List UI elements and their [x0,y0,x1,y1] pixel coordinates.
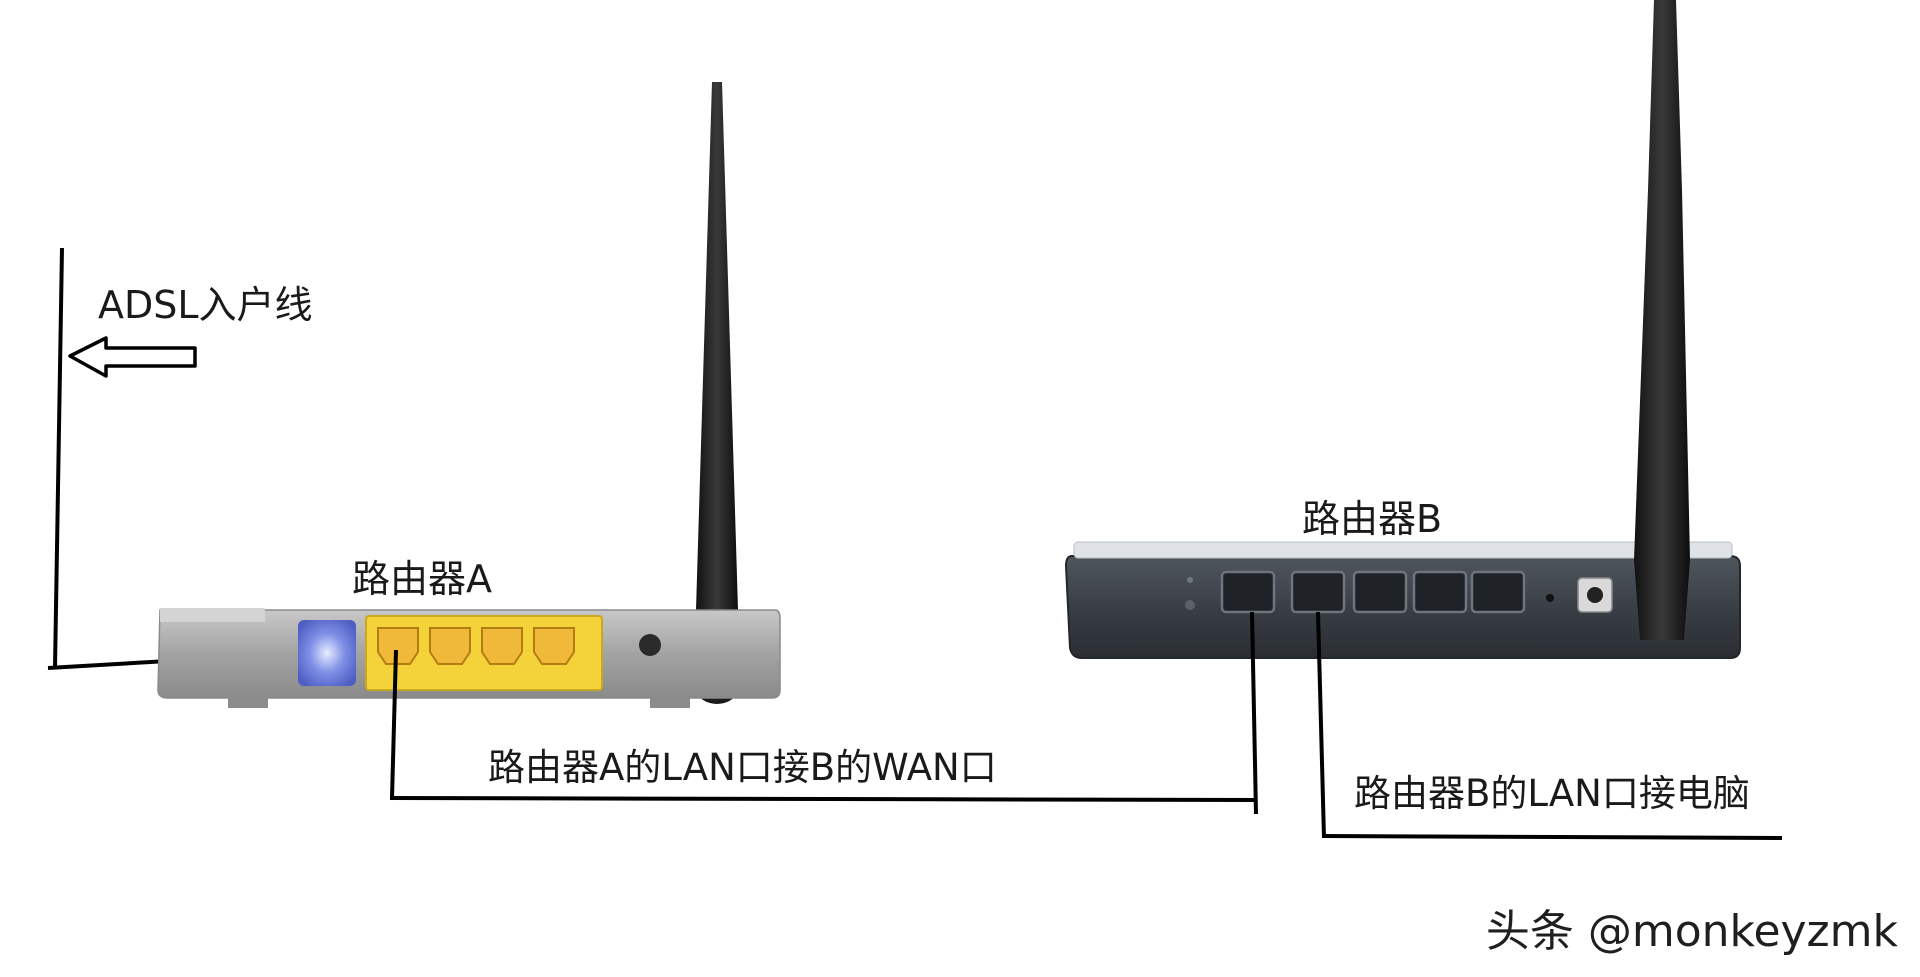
router-a-lan-ports [377,627,575,665]
cable-a-to-b [389,611,1258,815]
router-a: 路由器A [157,82,781,708]
router-b-top-edge [1073,541,1733,559]
router-a-foot-left [228,696,268,708]
router-b-lan-port-2 [1352,570,1408,614]
cable-b-to-pc [1316,611,1783,840]
cable-b-lan-drop [1316,611,1326,839]
cable-a-drop [390,649,398,799]
adsl-line-group: ADSL入户线 [47,247,323,670]
router-b-lan-port-1 [1290,570,1346,614]
adsl-vertical-cable [53,247,64,669]
router-b-wan-port [1220,570,1276,614]
a-to-b-label: 路由器A的LAN口接B的WAN口 [488,746,997,789]
router-a-wan-port [298,620,356,686]
router-b-label: 路由器B [1302,497,1442,541]
cable-b-wan-drop [1250,611,1258,815]
router-a-lan-port-2 [429,627,471,665]
router-b-led-dot [1185,600,1195,610]
router-a-foot-right [650,696,690,708]
router-a-lan-port-1 [377,627,419,665]
watermark: 头条 @monkeyzmk [1485,906,1898,957]
router-b-antenna [1634,0,1690,640]
router-b: 路由器B [1064,0,1741,659]
router-a-top-notch [160,608,265,622]
router-a-label: 路由器A [352,557,492,601]
router-a-lan-port-3 [481,627,523,665]
router-b-led-dot [1187,577,1193,583]
adsl-arrow-icon [68,336,197,378]
router-a-antenna [696,82,738,700]
cable-b-pc-horizontal [1321,834,1783,840]
router-b-lan-port-3 [1412,570,1468,614]
router-a-power-button [639,634,661,656]
adsl-label: ADSL入户线 [98,283,313,327]
router-b-power-jack-hole [1587,587,1603,603]
router-b-ports [1220,570,1526,614]
router-b-lan-port-4 [1470,570,1526,614]
router-b-reset-hole [1546,594,1554,602]
cable-a-b-horizontal [389,796,1257,802]
b-to-pc-label: 路由器B的LAN口接电脑 [1354,772,1750,815]
router-a-lan-port-4 [533,627,575,665]
